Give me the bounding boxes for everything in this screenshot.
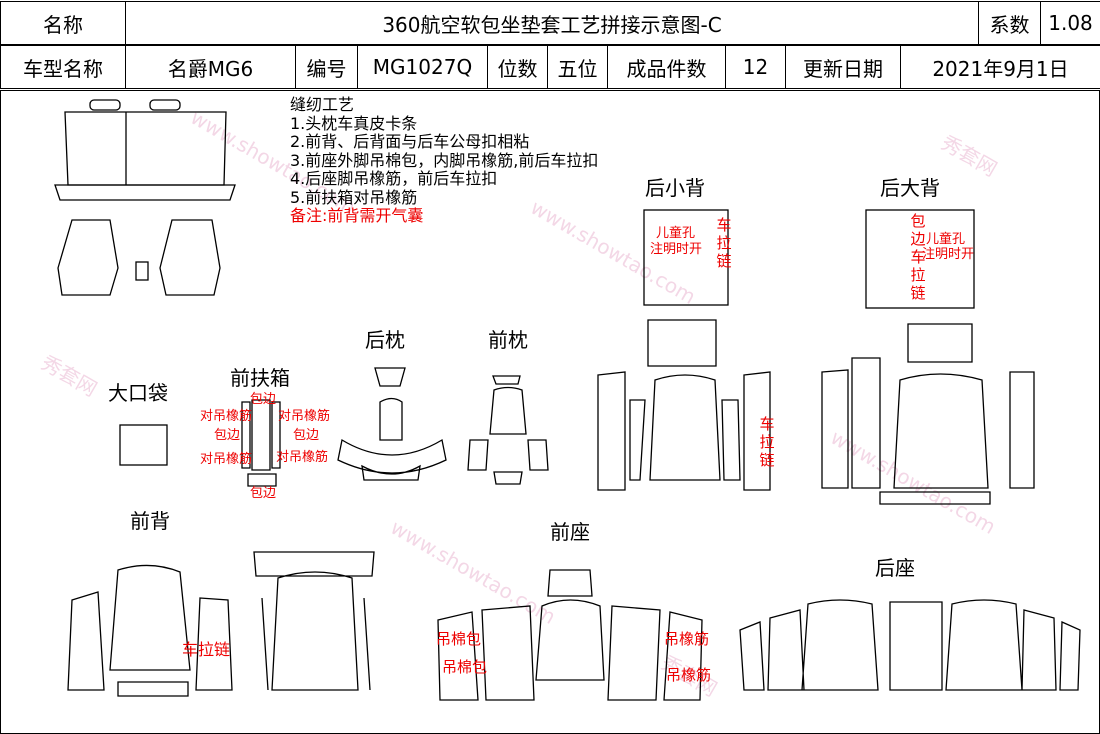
name-label: 名称 <box>0 1 126 45</box>
rear-headrest-pieces <box>337 367 447 481</box>
rear-big-back-panel <box>865 209 975 309</box>
seats-label: 位数 <box>487 45 548 89</box>
pieces-label: 成品件数 <box>607 45 726 89</box>
label-front-seat: 前座 <box>550 520 590 544</box>
annot-elastic: 吊橡筋 <box>664 630 710 648</box>
model-label: 车型名称 <box>0 45 126 89</box>
date-value: 2021年9月1日 <box>900 45 1100 89</box>
annot-note-open: 注明时开 <box>650 242 703 257</box>
annot-pair-elastic: 对吊橡筋 <box>200 409 253 424</box>
annot-hem: 包边 <box>293 428 320 443</box>
coef-label: 系数 <box>978 1 1041 45</box>
label-rear-headrest: 后枕 <box>365 328 405 352</box>
front-seat-pieces <box>437 569 703 701</box>
label-front-armrest: 前扶箱 <box>230 366 290 390</box>
annot-pair-elastic: 对吊橡筋 <box>278 409 331 424</box>
annot-hem: 包边 <box>250 486 277 501</box>
rear-small-back-pieces <box>597 319 771 491</box>
notes-item: 1.头枕车真皮卡条 <box>290 113 418 133</box>
rear-small-back-panel <box>643 209 729 306</box>
annot-hem: 包边 <box>250 392 277 407</box>
rear-big-back-pieces <box>821 323 1035 505</box>
notes-item: 4.后座脚吊橡筋，前后车拉扣 <box>290 169 498 188</box>
notes-item: 3.前座外脚吊棉包，内脚吊橡筋,前后车拉扣 <box>290 150 599 170</box>
front-back-pieces <box>67 551 375 697</box>
annot-car-zip-vertical: 车拉链 <box>759 415 775 469</box>
big-bag-piece <box>119 424 168 466</box>
code-label: 编号 <box>295 45 358 89</box>
armrest-pieces <box>241 399 281 487</box>
notes-title: 缝纫工艺 <box>290 95 355 114</box>
model-value: 名爵MG6 <box>125 45 296 89</box>
annot-pair-elastic: 对吊橡筋 <box>276 450 329 465</box>
header-row-2: 车型名称 名爵MG6 编号 MG1027Q 位数 五位 成品件数 12 更新日期… <box>0 45 1100 89</box>
label-front-headrest: 前枕 <box>488 328 528 352</box>
process-notes: 缝纫工艺 1.头枕车真皮卡条 2.前背、后背面与后车公母扣相粘 3.前座外脚吊棉… <box>290 95 599 226</box>
date-label: 更新日期 <box>785 45 901 89</box>
buckle-thumbnail <box>135 261 149 281</box>
notes-item: 5.前扶箱对吊橡筋 <box>290 187 418 207</box>
rear-seat-pieces <box>739 599 1081 691</box>
notes-remark: 备注:前背需开气囊 <box>290 206 424 225</box>
annot-hem-zip-vertical: 包边车拉链 <box>910 212 926 302</box>
annot-child-hole: 儿童孔 <box>926 232 966 247</box>
front-seat-thumbnail-left <box>57 219 119 296</box>
annot-cotton-bag: 吊棉包 <box>442 658 488 676</box>
code-value: MG1027Q <box>357 45 488 89</box>
annot-car-zip: 车拉链 <box>182 640 231 659</box>
annot-car-zip-vertical: 车拉链 <box>716 216 732 270</box>
rear-bench-thumbnail <box>54 99 236 201</box>
annot-child-hole: 儿童孔 <box>656 226 696 241</box>
annot-hem: 包边 <box>214 428 241 443</box>
label-front-back: 前背 <box>130 509 170 533</box>
label-big-bag: 大口袋 <box>108 381 168 405</box>
annot-pair-elastic: 对吊橡筋 <box>200 452 253 467</box>
notes-item: 2.前背、后背面与后车公母扣相粘 <box>290 132 530 151</box>
front-headrest-pieces <box>467 375 549 485</box>
header-row-1: 名称 360航空软包坐垫套工艺拼接示意图-C 系数 1.08 <box>0 1 1100 45</box>
label-rear-big-back: 后大背 <box>880 176 940 200</box>
pieces-value: 12 <box>725 45 786 89</box>
label-rear-seat: 后座 <box>875 556 915 580</box>
front-seat-thumbnail-right <box>159 219 221 296</box>
doc-title: 360航空软包坐垫套工艺拼接示意图-C <box>125 1 979 45</box>
coef-value: 1.08 <box>1040 1 1100 45</box>
annot-note-open: 注明时开 <box>922 247 975 262</box>
annot-cotton-bag: 吊棉包 <box>436 630 482 648</box>
seats-value: 五位 <box>547 45 608 89</box>
annot-elastic: 吊橡筋 <box>666 666 712 684</box>
label-rear-small-back: 后小背 <box>645 176 705 200</box>
